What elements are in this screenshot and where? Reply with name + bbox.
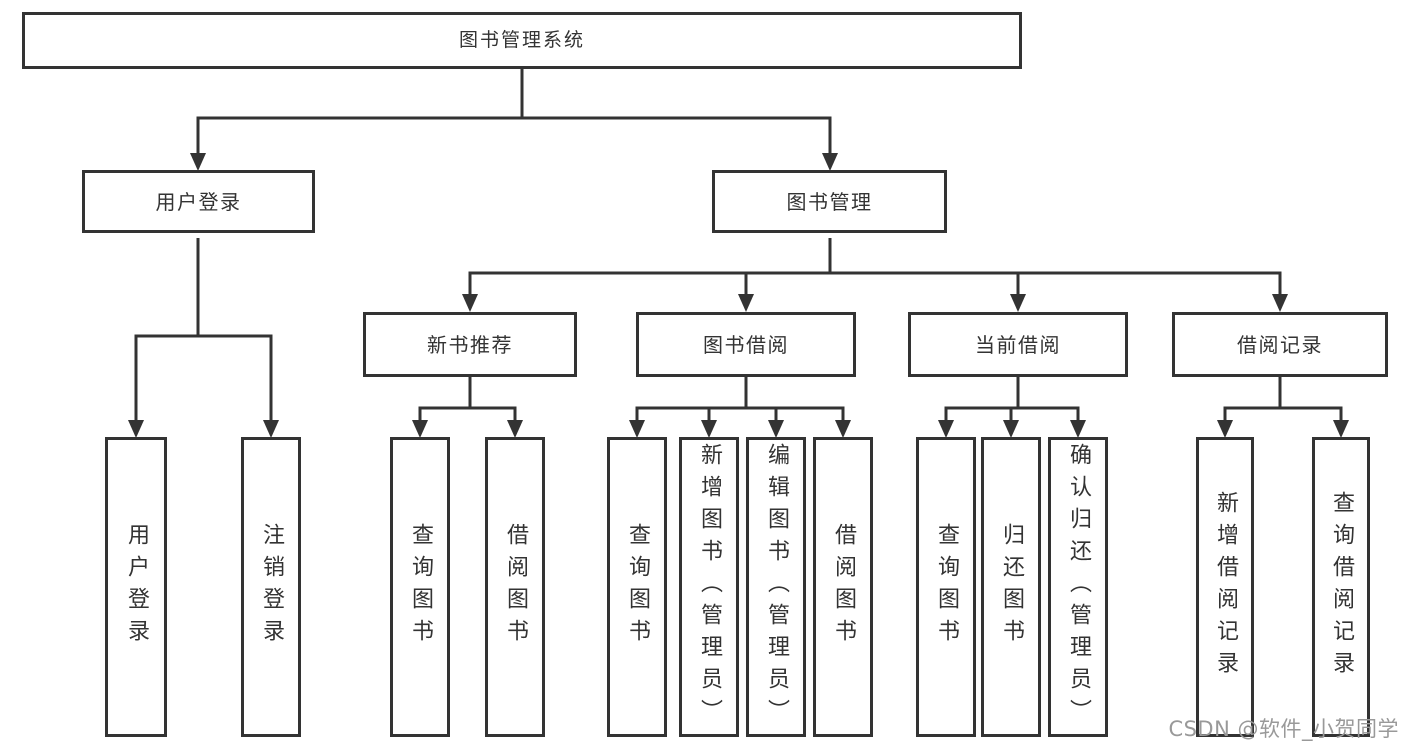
leaf-return-books-label: 归还图书: [999, 523, 1024, 651]
leaf-borrow-books: 借阅图书: [813, 437, 873, 737]
leaf-add-books-admin-label: 新增图书（管理员）: [697, 443, 722, 731]
edge-level2-elbow: [196, 116, 832, 157]
leaf-confirm-return-admin: 确认归还（管理员）: [1048, 437, 1108, 737]
arrow-down-icon: [768, 420, 784, 438]
arrow-down-icon: [701, 420, 717, 438]
node-current-borrow: 当前借阅: [908, 312, 1128, 377]
leaf-query-books-recommend: 查询图书: [390, 437, 450, 737]
leaf-borrow-books-recommend: 借阅图书: [485, 437, 545, 737]
leaf-user-login: 用户登录: [105, 437, 167, 737]
leaf-borrow-books-recommend-label: 借阅图书: [503, 523, 528, 651]
leaf-query-books-current: 查询图书: [916, 437, 976, 737]
node-new-book-recommend: 新书推荐: [363, 312, 577, 377]
arrowhead-markers: [128, 153, 1349, 438]
leaf-logout-label: 注销登录: [259, 523, 284, 651]
edge-records-branch: [1223, 406, 1343, 423]
leaf-borrow-books-label: 借阅图书: [831, 523, 856, 651]
leaf-confirm-return-admin-label: 确认归还（管理员）: [1066, 443, 1091, 731]
edge-level3-elbow: [468, 271, 1282, 297]
leaf-edit-books-admin: 编辑图书（管理员）: [746, 437, 806, 737]
arrow-down-icon: [462, 294, 478, 312]
leaf-return-books: 归还图书: [981, 437, 1041, 737]
arrow-down-icon: [1010, 294, 1026, 312]
arrow-down-icon: [629, 420, 645, 438]
arrow-down-icon: [190, 153, 206, 171]
arrow-down-icon: [1333, 420, 1349, 438]
node-book-borrow-label: 图书借阅: [703, 332, 789, 357]
node-book-management-label: 图书管理: [786, 189, 873, 214]
leaf-query-books-borrow-label: 查询图书: [625, 523, 650, 651]
arrow-down-icon: [263, 420, 279, 438]
node-current-borrow-label: 当前借阅: [975, 332, 1061, 357]
leaf-query-books-borrow: 查询图书: [607, 437, 667, 737]
leaf-query-books-recommend-label: 查询图书: [408, 523, 433, 651]
node-borrow-records: 借阅记录: [1172, 312, 1388, 377]
arrow-down-icon: [1217, 420, 1233, 438]
leaf-add-borrow-record: 新增借阅记录: [1196, 437, 1254, 737]
node-root: 图书管理系统: [22, 12, 1022, 69]
leaf-query-borrow-record: 查询借阅记录: [1312, 437, 1370, 737]
leaf-logout: 注销登录: [241, 437, 301, 737]
node-book-management: 图书管理: [712, 170, 947, 233]
arrow-down-icon: [835, 420, 851, 438]
arrow-down-icon: [1272, 294, 1288, 312]
leaf-query-borrow-record-label: 查询借阅记录: [1329, 491, 1354, 683]
arrow-down-icon: [1070, 420, 1086, 438]
node-book-borrow: 图书借阅: [636, 312, 856, 377]
edge-newbook-branch: [418, 406, 517, 423]
node-root-label: 图书管理系统: [458, 29, 585, 51]
arrow-down-icon: [1003, 420, 1019, 438]
node-new-book-recommend-label: 新书推荐: [427, 332, 513, 357]
node-user-login-label: 用户登录: [155, 189, 242, 214]
edge-borrow-branch: [635, 406, 845, 423]
node-user-login: 用户登录: [82, 170, 315, 233]
arrow-down-icon: [507, 420, 523, 438]
edge-userlogin-branch: [134, 334, 273, 423]
leaf-edit-books-admin-label: 编辑图书（管理员）: [764, 443, 789, 731]
leaf-add-books-admin: 新增图书（管理员）: [679, 437, 739, 737]
leaf-user-login-label: 用户登录: [124, 523, 149, 651]
arrow-down-icon: [128, 420, 144, 438]
node-borrow-records-label: 借阅记录: [1237, 332, 1323, 357]
arrow-down-icon: [738, 294, 754, 312]
leaf-query-books-current-label: 查询图书: [934, 523, 959, 651]
watermark: CSDN @软件_小贺同学: [1168, 717, 1399, 741]
leaf-add-borrow-record-label: 新增借阅记录: [1213, 491, 1238, 683]
arrow-down-icon: [412, 420, 428, 438]
arrow-down-icon: [822, 153, 838, 171]
arrow-down-icon: [938, 420, 954, 438]
